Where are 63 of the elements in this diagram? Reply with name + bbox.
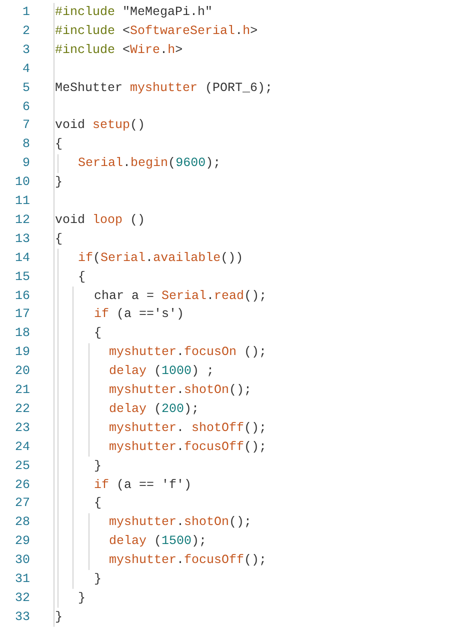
code-line: void loop () (55, 212, 146, 228)
code-line: if (a =='s') (94, 306, 184, 322)
code-line: myshutter. shotOff(); (109, 420, 267, 436)
line-number: 19 (14, 344, 30, 360)
line-number: 13 (14, 230, 30, 247)
line-number: 26 (14, 476, 30, 492)
line-number: 4 (21, 60, 30, 77)
line-number: 31 (14, 571, 30, 587)
code-line: #include <Wire.h> (55, 42, 183, 58)
code-line: { (55, 230, 63, 247)
code-line: Serial.begin(9600); (78, 155, 221, 172)
line-number: 6 (21, 98, 30, 114)
code-line: { (94, 325, 102, 342)
code-line: } (55, 174, 63, 190)
line-number: 11 (14, 193, 30, 209)
line-number: 21 (14, 382, 30, 398)
line-number: 32 (14, 590, 30, 606)
line-number: 20 (14, 363, 30, 380)
line-number: 14 (14, 250, 30, 266)
line-number: 22 (14, 400, 30, 417)
code-line: #include <SoftwareSerial.h> (55, 22, 258, 39)
line-number: 30 (14, 552, 30, 568)
code-line: if (a == 'f') (94, 476, 192, 492)
line-number: 23 (14, 420, 30, 436)
code-line: void setup() (55, 117, 146, 134)
code-line: MeShutter myshutter (PORT_6); (55, 80, 273, 96)
line-number: 27 (14, 495, 30, 512)
code-line: { (55, 136, 63, 152)
line-number: 29 (14, 533, 30, 550)
code-line: delay (1000) ; (109, 363, 214, 380)
code-line: } (94, 571, 102, 587)
line-number: 9 (21, 155, 30, 172)
code-line: #include "MeMegaPi.h" (55, 4, 213, 20)
line-number: 8 (21, 136, 30, 152)
line-number: 10 (14, 174, 30, 190)
code-line: delay (1500); (109, 533, 207, 550)
code-line: if(Serial.available()) (78, 250, 244, 266)
code-line: } (78, 590, 86, 606)
code-line: char a = Serial.read(); (94, 288, 267, 304)
code-line: { (78, 268, 86, 285)
code-line: { (94, 495, 102, 512)
code-line: } (94, 458, 102, 474)
line-number: 5 (21, 80, 30, 96)
line-number: 3 (21, 42, 30, 58)
line-number: 33 (14, 608, 30, 625)
code-line: myshutter.shotOn(); (109, 382, 252, 398)
line-number: 7 (21, 117, 30, 134)
line-number: 15 (14, 268, 30, 285)
code-line: myshutter.focusOff(); (109, 552, 267, 568)
code-line: myshutter.focusOff(); (109, 438, 267, 455)
code-line: myshutter.focusOn (); (109, 344, 267, 360)
line-number: 18 (14, 325, 30, 342)
code-line: myshutter.shotOn(); (109, 514, 252, 530)
line-number: 2 (21, 22, 30, 39)
line-number: 1 (21, 4, 30, 20)
line-number: 16 (14, 288, 30, 304)
line-number: 12 (14, 212, 30, 228)
line-number: 28 (14, 514, 30, 530)
code-line: } (55, 608, 63, 625)
code-line: delay (200); (109, 400, 200, 417)
line-number: 25 (14, 458, 30, 474)
line-number: 17 (14, 306, 30, 322)
line-number: 24 (14, 438, 30, 455)
